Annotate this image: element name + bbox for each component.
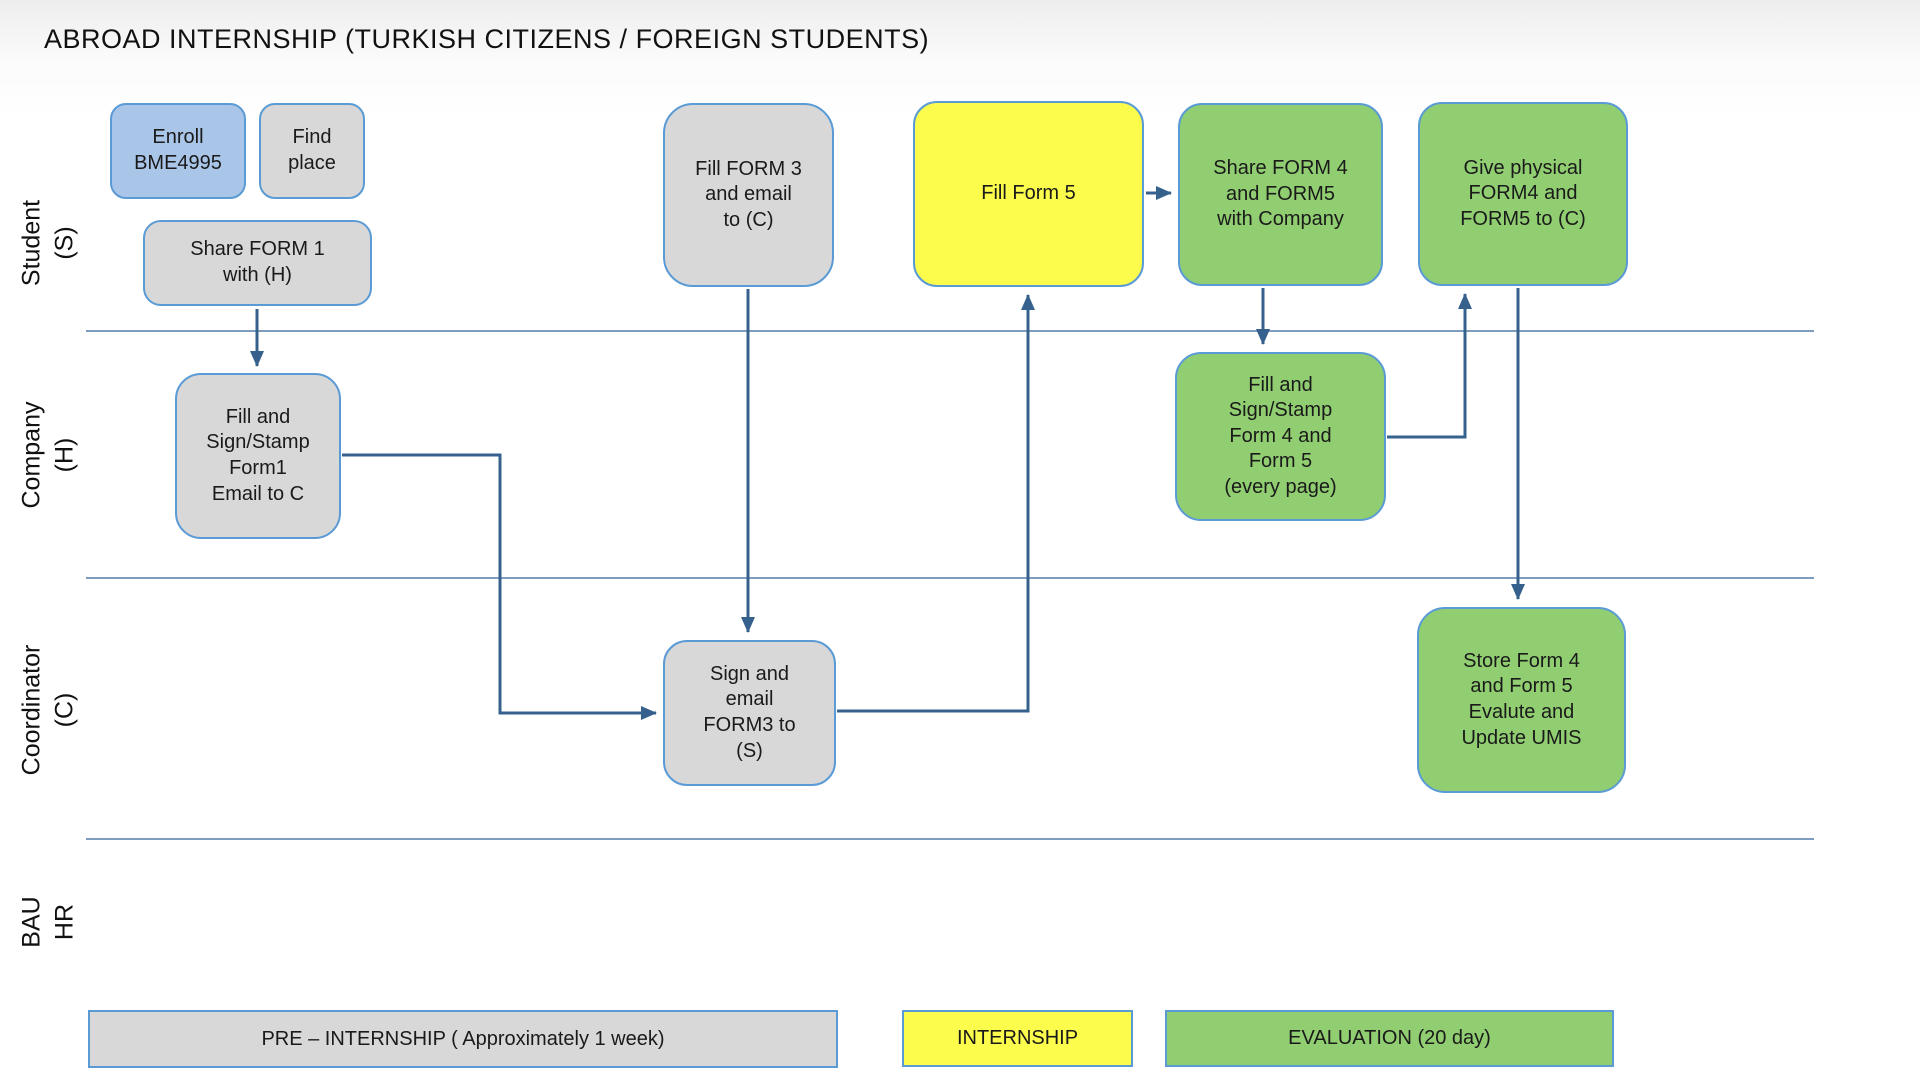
node-fill-form5[interactable]: Fill Form 5 — [913, 101, 1144, 287]
node-company-fill-sign-form1[interactable]: Fill and Sign/Stamp Form1 Email to C — [175, 373, 341, 539]
node-enroll-bme4995[interactable]: Enroll BME4995 — [110, 103, 246, 199]
arrow-sign-form3-to-fill-form5 — [837, 294, 1035, 713]
node-share-form4-form5-company[interactable]: Share FORM 4 and FORM5 with Company — [1178, 103, 1383, 286]
page-title: ABROAD INTERNSHIP (TURKISH CITIZENS / FO… — [44, 24, 930, 54]
lane-divider-student-company — [86, 330, 1814, 332]
node-sign-email-form3[interactable]: Sign and email FORM3 to (S) — [663, 640, 836, 786]
lane-label-coordinator: Coordinator (C) — [17, 644, 79, 776]
node-share-form1-with-h[interactable]: Share FORM 1 with (H) — [143, 220, 372, 306]
lane-label-student: Student (S) — [17, 199, 79, 287]
lane-label-company: Company (H) — [17, 401, 79, 509]
node-store-form4-form5-umis[interactable]: Store Form 4 and Form 5 Evalute and Upda… — [1417, 607, 1626, 793]
legend-internship: INTERNSHIP — [902, 1010, 1133, 1067]
legend-evaluation: EVALUATION (20 day) — [1165, 1010, 1614, 1067]
arrow-company-form1-to-sign-form3 — [342, 453, 657, 720]
node-give-physical-form4-form5[interactable]: Give physical FORM4 and FORM5 to (C) — [1418, 102, 1628, 286]
node-find-place[interactable]: Find place — [259, 103, 365, 199]
lane-label-bau-hr: BAU HR — [17, 896, 79, 948]
legend-pre-internship: PRE – INTERNSHIP ( Approximately 1 week) — [88, 1010, 838, 1068]
node-fill-form3-email-c[interactable]: Fill FORM 3 and email to (C) — [663, 103, 834, 287]
arrow-company-form45-to-give-physical — [1387, 293, 1472, 439]
node-company-fill-sign-form4-form5[interactable]: Fill and Sign/Stamp Form 4 and Form 5 (e… — [1175, 352, 1386, 521]
lane-divider-company-coordinator — [86, 577, 1814, 579]
lane-divider-coordinator-bauhr — [86, 838, 1814, 840]
